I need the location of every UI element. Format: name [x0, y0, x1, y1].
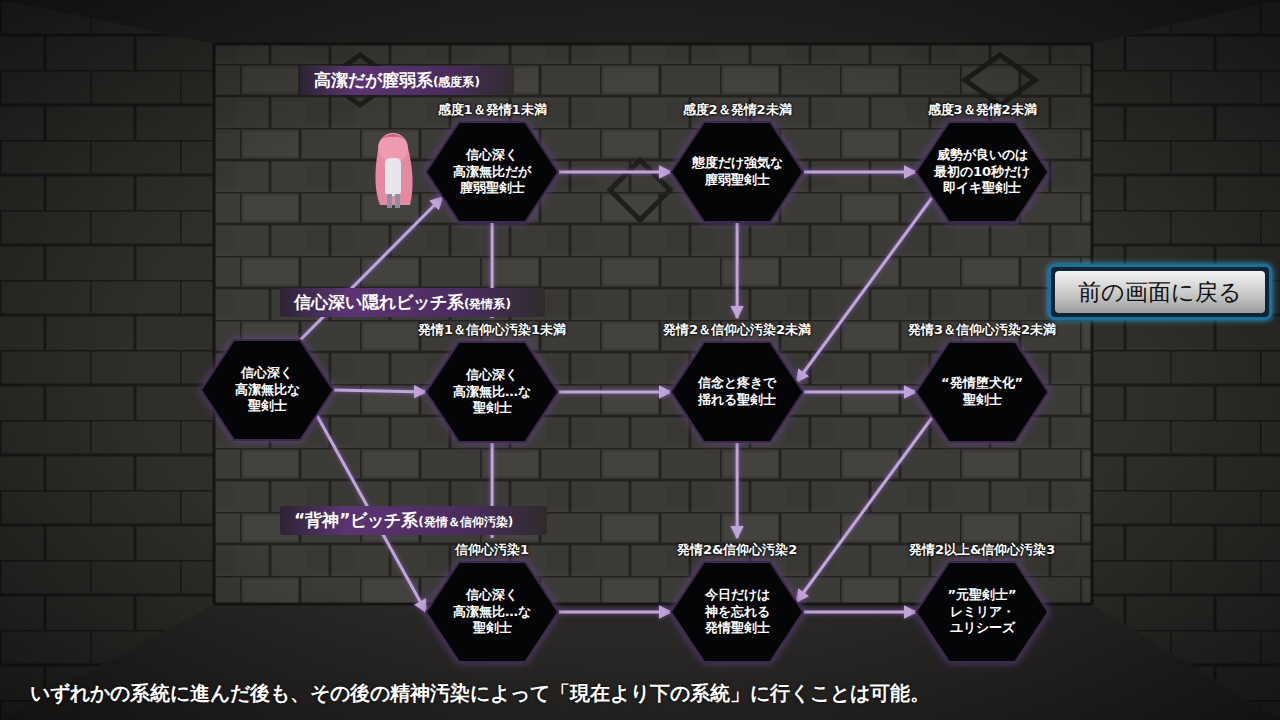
group-subtitle: (発情系)	[464, 297, 511, 311]
stage-name: ”元聖剣士” レミリア・ ユリシーズ	[931, 587, 1034, 638]
hexagon-shape	[916, 122, 1048, 222]
hexagon-shape	[671, 342, 803, 442]
stage-condition: 信仰心汚染1	[455, 542, 529, 558]
stage-name: 信念と疼きで 揺れる聖剣士	[686, 375, 789, 409]
flow-arrow	[558, 171, 671, 174]
flow-arrow	[803, 391, 916, 394]
flow-arrow	[797, 197, 933, 382]
flow-arrow	[803, 171, 916, 174]
stage-condition: 感度2＆発情2未満	[683, 102, 792, 118]
flow-arrow	[333, 390, 426, 392]
hexagon-shape	[671, 562, 803, 662]
stage-name: 信心深く 高潔無比な 聖剣士	[216, 365, 319, 416]
flow-arrow	[558, 611, 671, 614]
stage-condition: 発情2＆信仰心汚染2未満	[663, 322, 811, 338]
group-subtitle: (感度系)	[433, 75, 480, 89]
hexagon-shape	[916, 342, 1048, 442]
hexagon-shape	[426, 562, 558, 662]
stage-condition: 感度1＆発情1未満	[438, 102, 547, 118]
stage-hexagon: 信心深く 高潔無比な 聖剣士	[201, 340, 333, 440]
stage-hexagon: 感度2＆発情2未満態度だけ強気な 膣弱聖剣士	[671, 122, 803, 222]
group-title: “背神”ビッチ系	[294, 510, 418, 530]
button-label: 前の画面に戻る	[1078, 277, 1242, 308]
footer-note: いずれかの系統に進んだ後も、その後の精神汚染によって「現在より下の系統」に行くこ…	[30, 680, 930, 707]
hexagon-shape	[916, 562, 1048, 662]
stage-name: “発情堕犬化” 聖剣士	[931, 375, 1034, 409]
flow-arrow	[803, 611, 916, 614]
stage-hexagon: 発情2以上&信仰心汚染3”元聖剣士” レミリア・ ユリシーズ	[916, 562, 1048, 662]
stage-condition: 発情2&信仰心汚染2	[677, 542, 797, 558]
flow-arrow	[736, 222, 739, 318]
stage-hexagon: 感度1＆発情1未満信心深く 高潔無比だが 膣弱聖剣士	[426, 122, 558, 222]
hexagon-shape	[201, 340, 333, 440]
group-title: 高潔だが膣弱系	[314, 70, 433, 90]
stage-name: 信心深く 高潔無比…な 聖剣士	[441, 367, 544, 418]
flow-arrow	[558, 391, 671, 394]
stage-condition: 発情2以上&信仰心汚染3	[909, 542, 1055, 558]
stage-condition: 発情3＆信仰心汚染2未満	[908, 322, 1056, 338]
stage-name: 態度だけ強気な 膣弱聖剣士	[686, 155, 789, 189]
group-title: 信心深い隠れビッチ系	[294, 292, 464, 312]
sprite-figure	[375, 133, 412, 208]
group-title-band: 高潔だが膣弱系(感度系)	[300, 66, 514, 95]
stage-hexagon: 信仰心汚染1信心深く 高潔無比…な 聖剣士	[426, 562, 558, 662]
stage-hexagon: 感度3＆発情2未満威勢が良いのは 最初の10秒だけ 即イキ聖剣士	[916, 122, 1048, 222]
stage-name: 今日だけは 神を忘れる 発情聖剣士	[686, 587, 789, 638]
flow-arrow	[797, 417, 933, 602]
group-subtitle: (発情＆信仰汚染)	[418, 515, 513, 529]
stage-name: 威勢が良いのは 最初の10秒だけ 即イキ聖剣士	[931, 147, 1034, 198]
stage-condition: 発情1＆信仰心汚染1未満	[418, 322, 566, 338]
group-title-band: “背神”ビッチ系(発情＆信仰汚染)	[280, 506, 547, 535]
stage-hexagon: 発情2＆信仰心汚染2未満信念と疼きで 揺れる聖剣士	[671, 342, 803, 442]
flow-arrow	[300, 197, 442, 340]
back-button: 前の画面に戻る	[1048, 264, 1272, 320]
stage-name: 信心深く 高潔無比…な 聖剣士	[441, 587, 544, 638]
hexagon-shape	[426, 342, 558, 442]
flow-arrow	[736, 442, 739, 538]
hexagon-shape	[671, 122, 803, 222]
hexagon-shape	[426, 122, 558, 222]
stage-name: 信心深く 高潔無比だが 膣弱聖剣士	[441, 147, 544, 198]
stage-condition: 感度3＆発情2未満	[928, 102, 1037, 118]
stage-hexagon: 発情1＆信仰心汚染1未満信心深く 高潔無比…な 聖剣士	[426, 342, 558, 442]
stage-hexagon: 発情3＆信仰心汚染2未満“発情堕犬化” 聖剣士	[916, 342, 1048, 442]
stage-hexagon: 発情2&信仰心汚染2今日だけは 神を忘れる 発情聖剣士	[671, 562, 803, 662]
group-title-band: 信心深い隠れビッチ系(発情系)	[280, 288, 545, 317]
